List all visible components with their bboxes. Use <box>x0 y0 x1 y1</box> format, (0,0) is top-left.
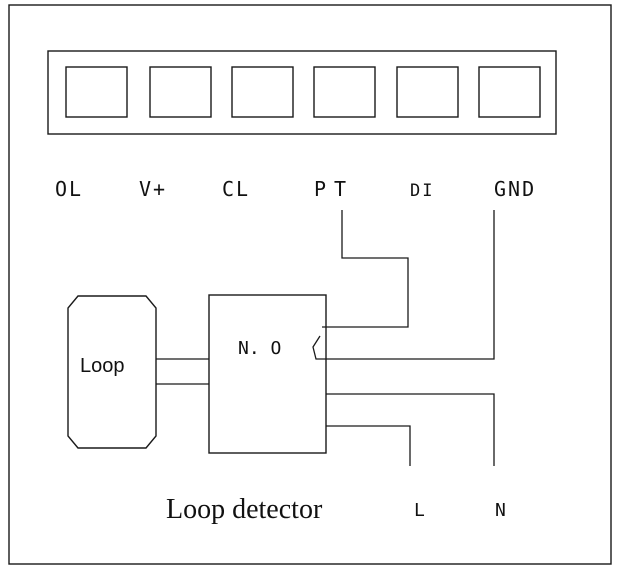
terminal-slot-v-plus <box>149 66 212 118</box>
terminal-slot-di <box>396 66 459 118</box>
power-label-n: N <box>495 500 506 521</box>
contact-label: N. O <box>238 338 281 359</box>
detector-caption: Loop detector <box>166 494 323 525</box>
terminal-label-ol: OL <box>55 177 83 201</box>
terminal-block <box>47 50 557 135</box>
no-contact-symbol <box>312 335 323 360</box>
terminal-slot-gnd <box>478 66 541 118</box>
terminal-label-v-plus: V+ <box>139 177 167 201</box>
terminal-slot-pt <box>313 66 376 118</box>
pt-wire <box>322 210 409 328</box>
terminal-label-pt: PT <box>314 177 354 201</box>
loop-coil <box>67 295 157 449</box>
terminal-label-gnd: GND <box>494 177 536 201</box>
gnd-wire <box>323 210 495 360</box>
loop-label: Loop <box>80 355 125 377</box>
l-power-wire <box>326 425 411 466</box>
n-power-wire <box>326 393 495 466</box>
loop-detector-box <box>208 294 327 454</box>
terminal-label-cl: CL <box>222 177 250 201</box>
power-label-l: L <box>414 500 425 521</box>
terminal-label-di: DI <box>410 181 434 201</box>
terminal-slot-cl <box>231 66 294 118</box>
terminal-slot-ol <box>65 66 128 118</box>
